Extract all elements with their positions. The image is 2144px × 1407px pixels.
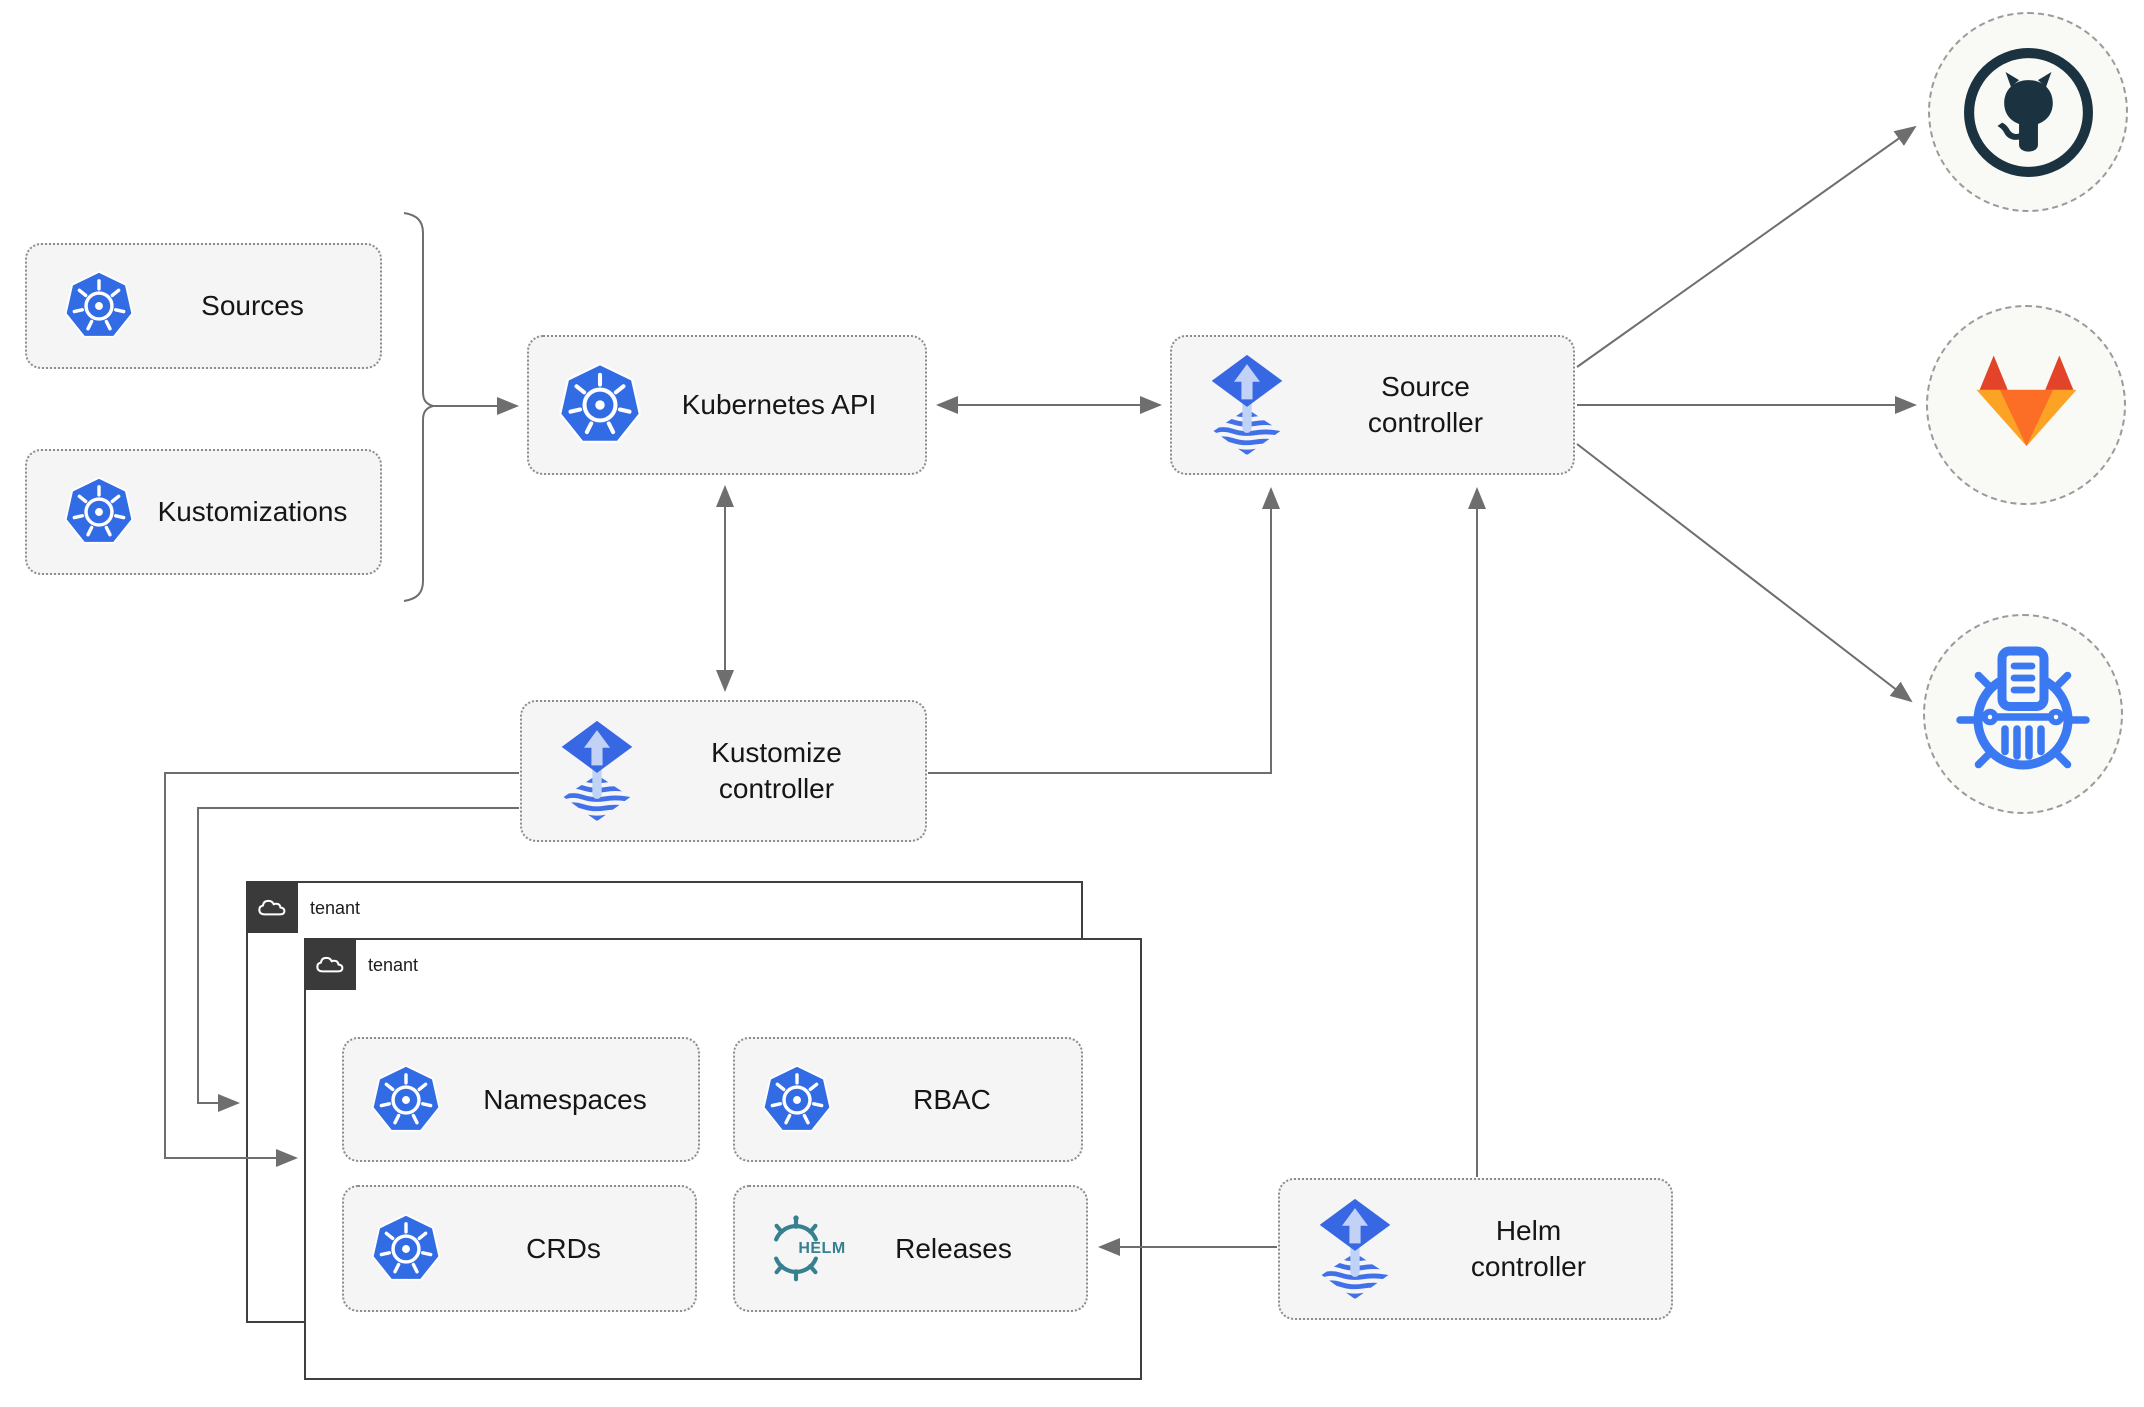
flux-icon bbox=[556, 719, 638, 823]
chartmuseum-circle bbox=[1923, 614, 2123, 814]
kubernetes-icon bbox=[63, 476, 135, 548]
tenant-box-front: tenant Namespaces RBAC CRDs HELM Release… bbox=[304, 938, 1142, 1380]
edge-kustomize-to-source-controller bbox=[928, 487, 1280, 774]
rbac-box: RBAC bbox=[733, 1037, 1083, 1162]
helm-controller-label: Helm controller bbox=[1470, 1214, 1587, 1282]
kubernetes-icon bbox=[370, 1213, 442, 1285]
flux-icon bbox=[1206, 353, 1288, 457]
kubernetes-icon bbox=[370, 1064, 442, 1136]
tenant-front-label: tenant bbox=[368, 955, 419, 975]
edge-bracket bbox=[403, 212, 437, 602]
edge-source-controller-to-github bbox=[1576, 125, 1917, 368]
kubernetes-icon bbox=[63, 270, 135, 342]
kubernetes-icon bbox=[761, 1064, 833, 1136]
namespaces-label: Namespaces bbox=[483, 1083, 647, 1115]
gitlab-tanuki-icon bbox=[1964, 343, 2089, 468]
source-controller-label: Source controller bbox=[1367, 370, 1484, 438]
releases-box: HELM Releases bbox=[733, 1185, 1088, 1312]
tenant-front-tab bbox=[304, 938, 356, 990]
chartmuseum-wheel-icon bbox=[1948, 639, 2098, 789]
crds-box: CRDs bbox=[342, 1185, 697, 1312]
tenant-back-label: tenant bbox=[310, 898, 361, 918]
cloud-icon bbox=[256, 895, 288, 919]
cloud-icon bbox=[314, 952, 346, 976]
kubernetes-api-label: Kubernetes API bbox=[681, 389, 877, 420]
kustomize-controller-label: Kustomize controller bbox=[711, 736, 842, 804]
gitlab-circle bbox=[1926, 305, 2126, 505]
tenant-back-tab bbox=[246, 881, 298, 933]
helm-controller-box: Helm controller bbox=[1278, 1178, 1673, 1320]
source-controller-box: Source controller bbox=[1170, 335, 1575, 475]
edge-source-controller-to-chartmuseum bbox=[1576, 443, 1913, 703]
kubernetes-icon bbox=[557, 362, 643, 448]
helm-icon: HELM bbox=[761, 1214, 845, 1284]
kubernetes-api-box: Kubernetes API bbox=[527, 335, 927, 475]
namespaces-box: Namespaces bbox=[342, 1037, 700, 1162]
sources-label: Sources bbox=[201, 290, 304, 321]
github-octocat-icon bbox=[1961, 45, 2096, 180]
kustomize-controller-box: Kustomize controller bbox=[520, 700, 927, 842]
kustomizations-label: Kustomizations bbox=[157, 496, 348, 527]
rbac-label: RBAC bbox=[913, 1083, 991, 1115]
flux-icon bbox=[1314, 1197, 1396, 1301]
kustomizations-box: Kustomizations bbox=[25, 449, 382, 575]
helm-icon-text: HELM bbox=[798, 1239, 846, 1257]
github-circle bbox=[1928, 12, 2128, 212]
sources-box: Sources bbox=[25, 243, 382, 369]
crds-label: CRDs bbox=[526, 1232, 601, 1264]
releases-label: Releases bbox=[895, 1232, 1012, 1264]
